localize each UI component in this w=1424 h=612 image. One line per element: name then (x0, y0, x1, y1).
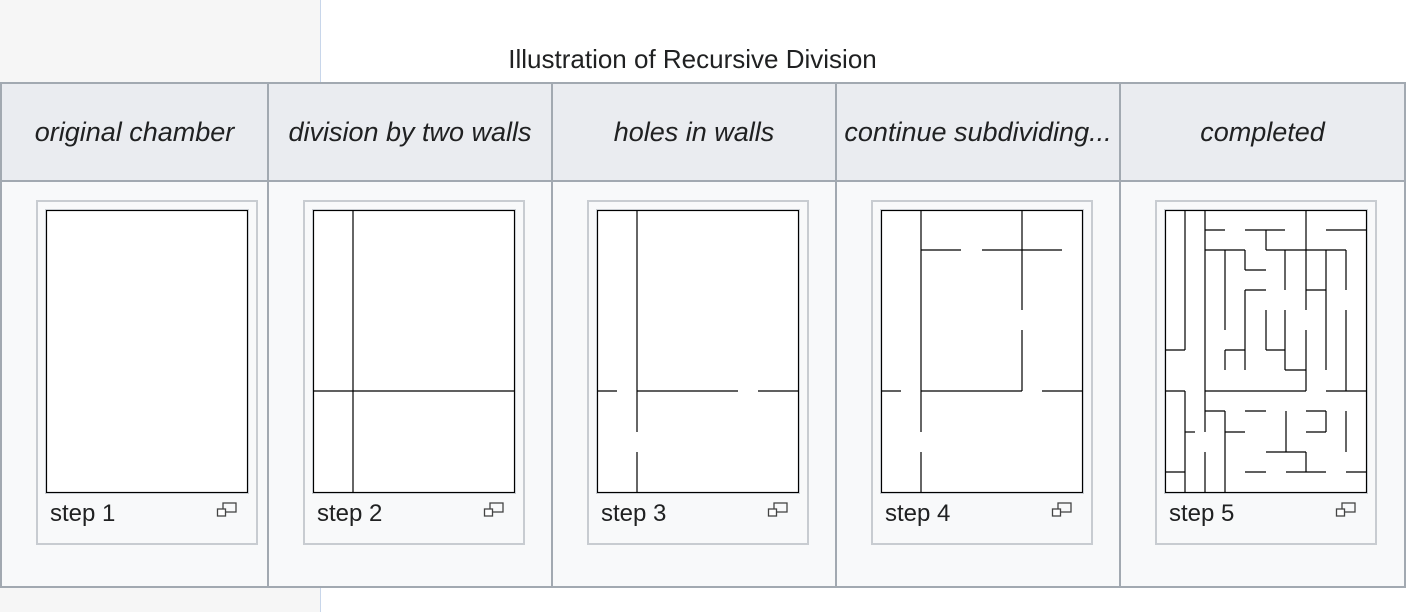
magnify-clip-icon[interactable] (1051, 502, 1073, 518)
table-header-row: original chamber division by two walls h… (0, 82, 1406, 182)
maze-drawing-step-5 (1165, 210, 1367, 493)
thumbnail-step-5: step 5 (1155, 200, 1377, 545)
thumbnail-caption: step 1 (50, 500, 116, 527)
magnify-clip-icon[interactable] (767, 502, 789, 518)
thumbnail-step-3: step 3 (587, 200, 809, 545)
table-cell-step-5: step 5 (1119, 180, 1406, 588)
table-cell-step-4: step 4 (835, 180, 1121, 588)
maze-image-step-1[interactable] (45, 209, 249, 494)
maze-image-step-5[interactable] (1164, 209, 1368, 494)
maze-drawing-step-3 (597, 210, 799, 493)
magnify-clip-icon[interactable] (216, 502, 238, 518)
maze-drawing-step-4 (881, 210, 1083, 493)
table-caption: Illustration of Recursive Division (508, 44, 877, 74)
division-table: original chamber division by two walls h… (0, 82, 1406, 588)
column-header-completed: completed (1119, 82, 1406, 182)
maze-image-step-2[interactable] (312, 209, 516, 494)
maze-image-step-4[interactable] (880, 209, 1084, 494)
table-cell-step-3: step 3 (551, 180, 837, 588)
thumbnail-step-4: step 4 (871, 200, 1093, 545)
maze-image-step-3[interactable] (596, 209, 800, 494)
column-header-original-chamber: original chamber (0, 82, 269, 182)
table-cell-step-1: step 1 (0, 180, 269, 588)
thumbnail-step-2: step 2 (303, 200, 525, 545)
magnify-clip-icon[interactable] (1335, 502, 1357, 518)
thumbnail-step-1: step 1 (36, 200, 258, 545)
thumbnail-caption: step 3 (601, 500, 667, 527)
table-cell-step-2: step 2 (267, 180, 553, 588)
column-header-division-by-two-walls: division by two walls (267, 82, 553, 182)
maze-drawing-step-1 (46, 210, 248, 493)
thumbnail-caption: step 5 (1169, 500, 1235, 527)
column-header-holes-in-walls: holes in walls (551, 82, 837, 182)
column-header-continue-subdividing: continue subdividing... (835, 82, 1121, 182)
thumbnail-caption: step 4 (885, 500, 951, 527)
magnify-clip-icon[interactable] (483, 502, 505, 518)
maze-drawing-step-2 (313, 210, 515, 493)
table-image-row: step 1 step 2 (0, 180, 1406, 588)
thumbnail-caption: step 2 (317, 500, 383, 527)
